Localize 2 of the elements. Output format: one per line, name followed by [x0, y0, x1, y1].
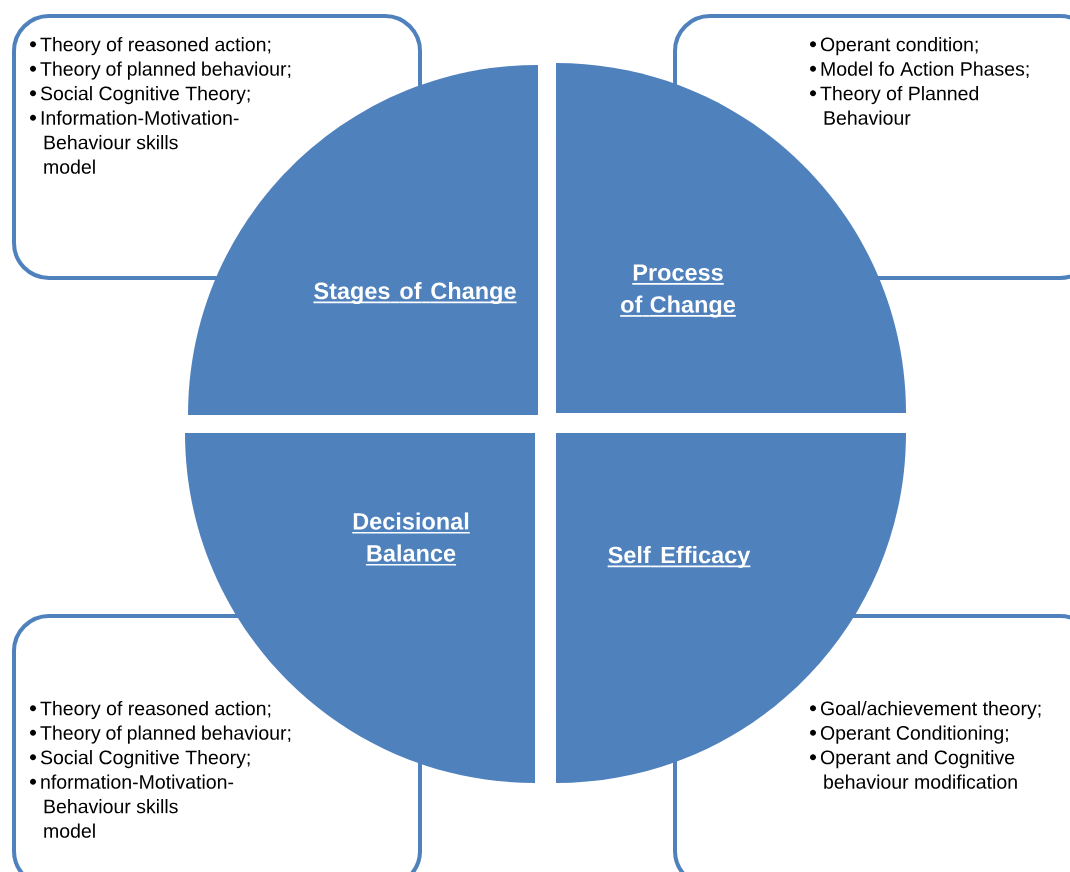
list-item: Operant condition;: [820, 37, 978, 56]
list-item: Theory of reasoned action;: [40, 37, 271, 56]
